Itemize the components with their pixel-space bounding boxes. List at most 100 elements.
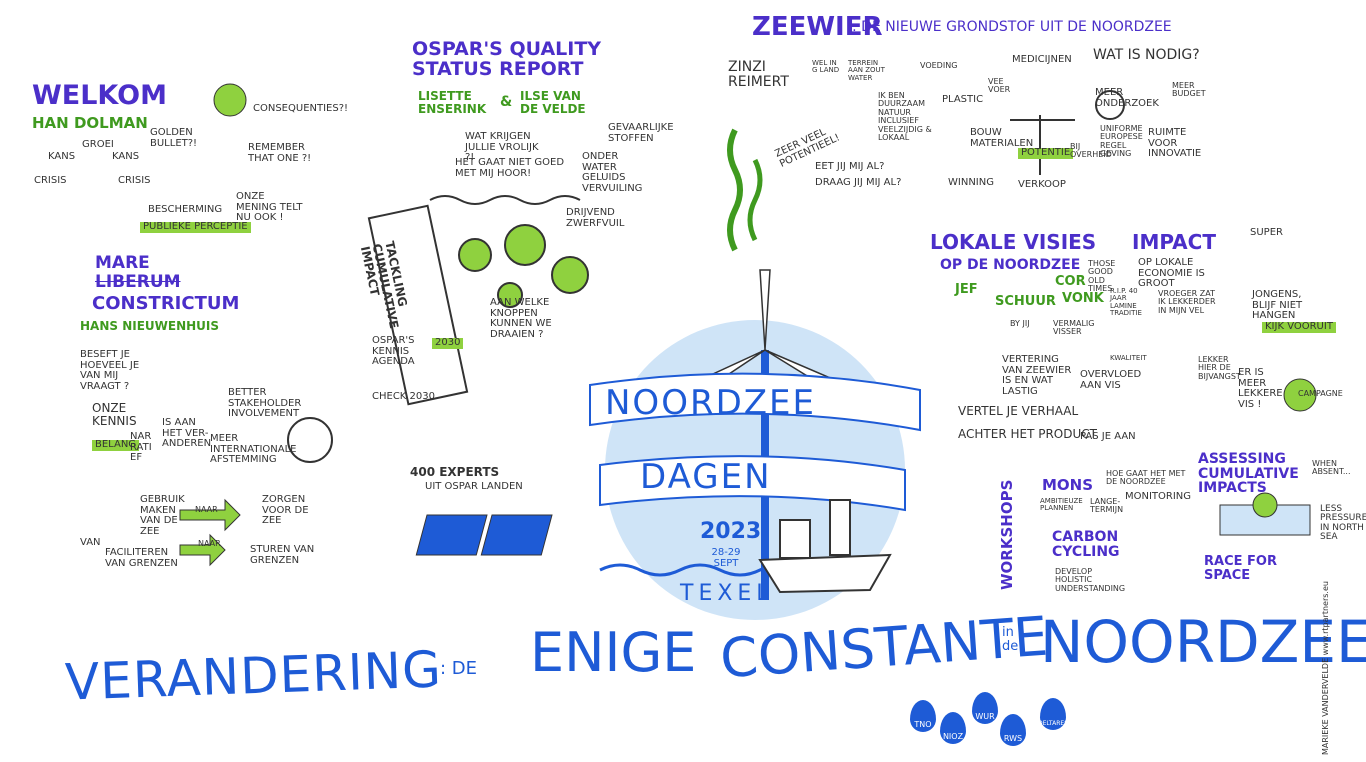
van: VAN bbox=[80, 537, 101, 548]
gebruik-maken: GEBRUIK MAKEN VAN DE ZEE bbox=[140, 494, 185, 537]
when-absent: WHEN ABSENT... bbox=[1312, 459, 1351, 477]
experts: 400 EXPERTS bbox=[410, 465, 500, 479]
bescherming: BESCHERMING bbox=[148, 204, 223, 215]
welingland: WEL IN G LAND bbox=[812, 59, 840, 75]
beseft: BESEFT JE HOEVEEL JE VAN MIJ VRAAGT ? bbox=[80, 349, 140, 392]
rip: R.I.P. 40 JAAR LAMINE TRADITIE bbox=[1110, 287, 1142, 318]
drop-rws: RWS bbox=[1000, 714, 1026, 746]
meer-lekkere-vis: ER IS MEER LEKKERE VIS ! bbox=[1238, 367, 1283, 410]
turbine-blade bbox=[759, 269, 771, 351]
jongens: JONGENS, BLIJF NIET HANGEN bbox=[1252, 289, 1303, 321]
meer-budget: MEER BUDGET bbox=[1172, 81, 1206, 99]
workshops-label: WORKSHOPS bbox=[998, 479, 1016, 590]
remember: REMEMBER THAT ONE ?! bbox=[248, 142, 312, 164]
center-dagen: DAGEN bbox=[640, 457, 772, 497]
assessing: ASSESSING CUMULATIVE IMPACTS bbox=[1198, 451, 1299, 497]
ospar-speaker-1: LISETTE ENSERINK bbox=[418, 89, 487, 116]
center-dates: 28-29 SEPT bbox=[711, 547, 741, 569]
welkom-speaker: HAN DOLMAN bbox=[32, 114, 148, 132]
lightbulb bbox=[1095, 90, 1125, 120]
speaker-schuur: SCHUUR bbox=[995, 294, 1056, 309]
speaker-vonk: VONK bbox=[1062, 291, 1104, 306]
plastic: PLASTIC bbox=[942, 94, 984, 105]
footer-verandering: VERANDERING bbox=[64, 640, 443, 712]
vertering: VERTERING VAN ZEEWIER IS EN WAT LASTIG bbox=[1002, 354, 1072, 397]
kijk-vooruit: KIJK VOORUIT bbox=[1262, 321, 1336, 333]
pas-je-aan: PAS JE AAN bbox=[1080, 431, 1136, 442]
mare-title-3: CONSTRICTUM bbox=[92, 293, 240, 314]
brick-wall bbox=[367, 204, 469, 406]
vroeger: VROEGER ZAT IK LEKKERDER IN MIJN VEL bbox=[1158, 289, 1216, 315]
zeewier-title: ZEEWIER bbox=[752, 12, 883, 42]
narratief: NAR RATI EF bbox=[130, 431, 152, 463]
banner-top bbox=[589, 372, 921, 432]
welkom-title: WELKOM bbox=[32, 80, 167, 111]
onze-mening: ONZE MENING TELT NU OOK ! bbox=[236, 191, 303, 223]
center-year: 2023 bbox=[700, 519, 762, 544]
speaker-jef: JEF bbox=[955, 282, 978, 297]
ambitieuze-plannen: AMBITIEUZE PLANNEN bbox=[1040, 497, 1083, 513]
gear bbox=[458, 238, 492, 272]
bouw-materialen: BOUW MATERIALEN bbox=[970, 127, 1034, 149]
verkoop: VERKOOP bbox=[1018, 179, 1066, 190]
good-old-times: THOSE GOOD OLD TIMES bbox=[1088, 259, 1116, 294]
lokale-title: LOKALE VISIES bbox=[930, 230, 1097, 254]
ruimte-innovatie: RUIMTE VOOR INNOVATIE bbox=[1148, 127, 1202, 159]
zeewier-speaker: ZINZI REIMERT bbox=[728, 59, 789, 90]
meer-internationale: MEER INTERNATIONALE AFSTEMMING bbox=[210, 433, 297, 465]
ospar-speaker-2: ILSE VAN DE VELDE bbox=[520, 89, 586, 116]
meer-onderzoek: MEER ONDERZOEK bbox=[1095, 87, 1159, 109]
lokale-economie: OP LOKALE ECONOMIE IS GROOT bbox=[1138, 257, 1205, 289]
publieke-perceptie: PUBLIEKE PERCEPTIE bbox=[140, 221, 251, 233]
better-stakeholder: BETTER STAKEHOLDER INVOLVEMENT bbox=[228, 387, 302, 419]
seaweed bbox=[727, 128, 743, 252]
ospar-amp: & bbox=[500, 94, 513, 110]
veevoer: VEE VOER bbox=[988, 77, 1011, 95]
potentie: POTENTIE bbox=[1018, 147, 1074, 159]
less-pressure: LESS PRESSURE IN NORTH SEA bbox=[1320, 504, 1366, 543]
impact-title: IMPACT bbox=[1132, 230, 1216, 254]
artist-credit: MARIEKE VANDERVELDE www.rtpartners.eu bbox=[1321, 581, 1330, 755]
terrein: TERREIN AAN ZOUT WATER bbox=[848, 59, 885, 82]
lokale-subtitle: OP DE NOORDZEE bbox=[940, 257, 1081, 273]
uniforme-regels: UNIFORME EUROPESE REGEL GEVING bbox=[1100, 124, 1143, 159]
lange-termijn: LANGE-TERMIJN bbox=[1090, 497, 1124, 515]
gaat-niet-goed: HET GAAT NIET GOED MET MIJ HOOR! bbox=[455, 157, 565, 179]
bubble-groei: GROEI bbox=[82, 139, 114, 150]
drop-nioz: NIOZ bbox=[940, 712, 966, 744]
faciliteren: FACILITEREN VAN GRENZEN bbox=[105, 547, 178, 569]
onze-kennis: ONZE KENNIS bbox=[92, 401, 137, 428]
kennis-agenda: OSPAR'S KENNIS AGENDA bbox=[372, 335, 415, 367]
knoppen: AAN WELKE KNOPPEN KUNNEN WE DRAAIEN ? bbox=[490, 297, 552, 340]
naar-1: NAAR bbox=[195, 505, 218, 514]
footer-in-de: in de bbox=[1002, 625, 1019, 654]
ospar-title: OSPAR'S QUALITY STATUS REPORT bbox=[412, 38, 602, 80]
center-place: TEXEL bbox=[680, 581, 774, 606]
bubble-kans-2: KANS bbox=[112, 151, 140, 162]
achter-product: ACHTER HET PRODUCT bbox=[958, 427, 1097, 441]
medicijnen: MEDICIJNEN bbox=[1012, 54, 1072, 65]
duurzaam: IK BEN DUURZAAM NATUUR INCLUSIEF VEELZIJ… bbox=[878, 91, 932, 142]
zorgen-voor: ZORGEN VOOR DE ZEE bbox=[262, 494, 309, 526]
globe bbox=[287, 417, 333, 463]
zeewier-subtitle: : DE NIEUWE GRONDSTOF UIT DE NOORDZEE bbox=[852, 19, 1172, 35]
green-can bbox=[213, 83, 247, 117]
bubble-kans: KANS bbox=[48, 151, 76, 162]
gevaarlijke-stoffen: GEVAARLIJKE STOFFEN bbox=[608, 122, 674, 144]
year-2030: 2030 bbox=[432, 337, 464, 349]
megaphone bbox=[1283, 378, 1317, 412]
footer-noordzee: NOORDZEE bbox=[1040, 608, 1366, 676]
mons: MONS bbox=[1042, 476, 1094, 494]
monitoring: MONITORING bbox=[1125, 491, 1192, 502]
wat-is-nodig: WAT IS NODIG? bbox=[1093, 47, 1200, 63]
eet-jij-mij: EET JIJ MIJ AL? bbox=[815, 161, 885, 172]
sturen: STUREN VAN GRENZEN bbox=[250, 544, 315, 566]
race-for-space: RACE FOR SPACE bbox=[1204, 554, 1277, 583]
draag-jij-mij: DRAAG JIJ MIJ AL? bbox=[815, 177, 902, 188]
naar-2: NAAR bbox=[198, 539, 221, 548]
is-aan-het-veranderen: IS AAN HET VER-ANDEREN bbox=[162, 417, 212, 449]
banner-bottom bbox=[599, 455, 906, 512]
bij-overheid: BIJ OVERHEID bbox=[1070, 142, 1112, 160]
voeding: VOEDING bbox=[920, 61, 958, 70]
onder-water: ONDER WATER GELUIDS VERVUILING bbox=[582, 151, 643, 194]
